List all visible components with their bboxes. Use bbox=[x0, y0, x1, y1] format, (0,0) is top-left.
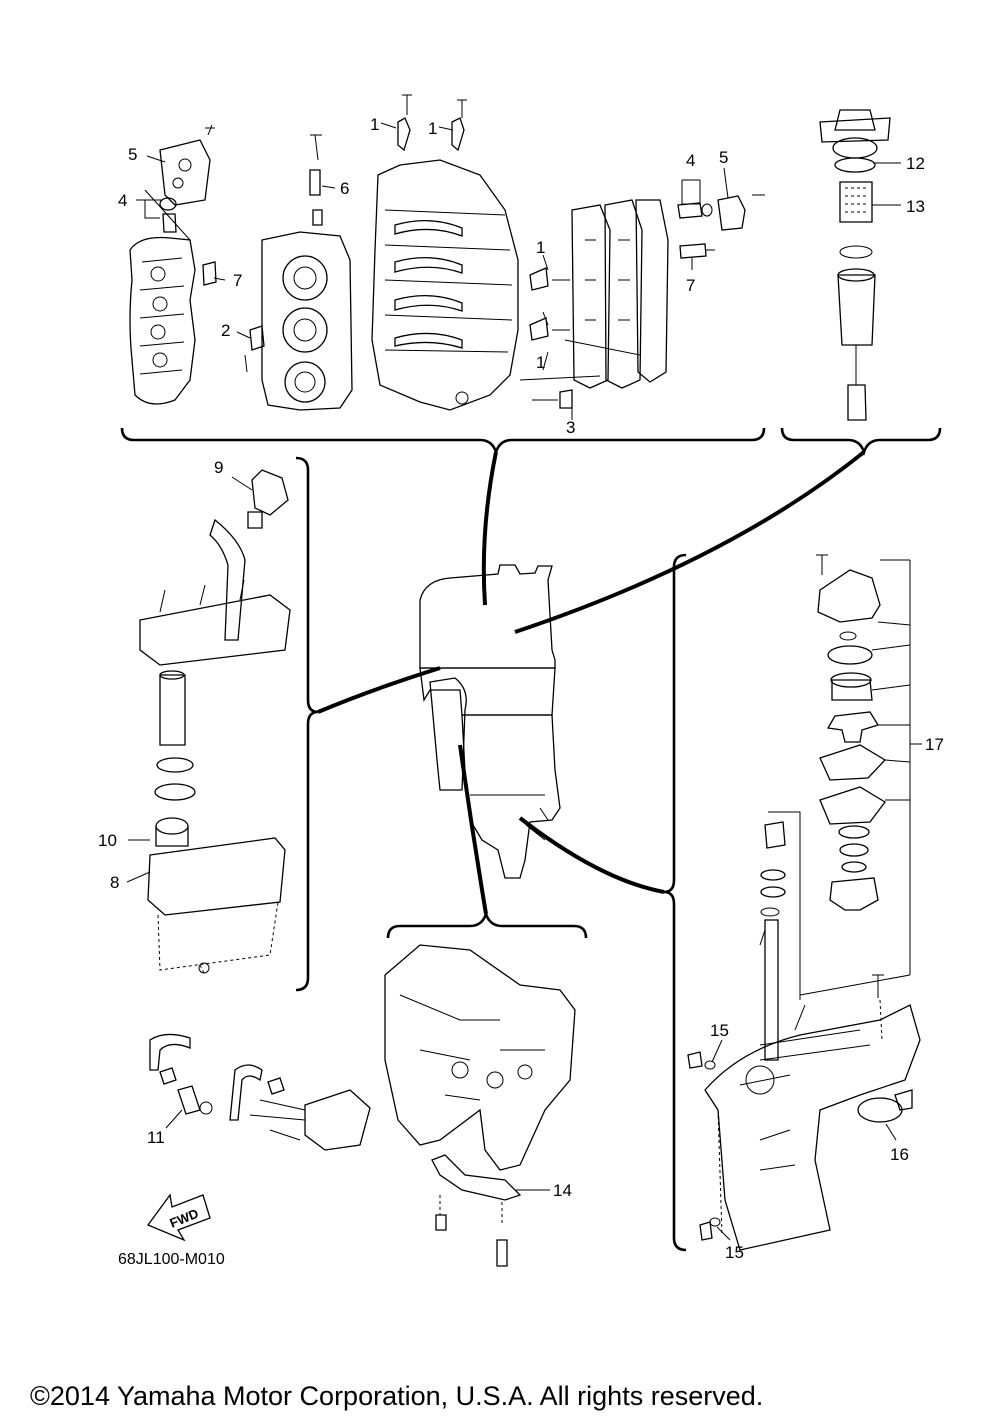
callout-leaders bbox=[126, 122, 922, 1241]
top-left-brace bbox=[120, 427, 766, 457]
fuel-pump-hoses bbox=[149, 1033, 371, 1151]
fwd-arrow: FWD bbox=[146, 1193, 211, 1242]
crankcase-block bbox=[371, 94, 519, 411]
top-right-brace bbox=[780, 427, 942, 457]
side-covers bbox=[519, 194, 765, 409]
copyright-notice: ©2014 Yamaha Motor Corporation, U.S.A. A… bbox=[30, 1381, 763, 1411]
callout-2: 2 bbox=[221, 321, 230, 340]
callout-1: 1 bbox=[536, 353, 545, 372]
exhaust-cover-assembly bbox=[129, 124, 217, 405]
callout-6: 6 bbox=[340, 179, 349, 198]
callout-8: 8 bbox=[110, 873, 119, 892]
connector-bottom bbox=[458, 744, 488, 915]
callout-1: 1 bbox=[370, 115, 379, 134]
callout-7: 7 bbox=[233, 271, 242, 290]
callout-10: 10 bbox=[98, 831, 117, 850]
callout-9: 9 bbox=[214, 458, 223, 477]
group-braces bbox=[120, 427, 942, 1252]
callout-4: 4 bbox=[686, 151, 695, 170]
callout-1: 1 bbox=[428, 119, 437, 138]
callout-1: 1 bbox=[536, 238, 545, 257]
callout-12: 12 bbox=[906, 154, 925, 173]
right-brace bbox=[663, 553, 687, 1252]
left-brace bbox=[295, 456, 319, 992]
fwd-arrow-label: FWD bbox=[168, 1206, 201, 1231]
callout-17: 17 bbox=[925, 735, 944, 754]
drawing-code: 68JL100-M010 bbox=[118, 1251, 225, 1268]
callout-11: 11 bbox=[147, 1128, 165, 1147]
callout-13: 13 bbox=[906, 197, 925, 216]
callout-15: 15 bbox=[725, 1243, 744, 1262]
callout-16: 16 bbox=[890, 1145, 909, 1164]
connector-right bbox=[518, 816, 665, 894]
callout-labels: 5 4 7 2 6 1 1 1 1 3 4 5 7 12 13 9 10 8 1… bbox=[98, 115, 944, 1262]
callout-5: 5 bbox=[128, 145, 137, 164]
water-pump-assembly bbox=[759, 554, 911, 1061]
callout-7: 7 bbox=[686, 276, 695, 295]
callout-15: 15 bbox=[710, 1021, 729, 1040]
callout-5: 5 bbox=[719, 148, 728, 167]
callout-14: 14 bbox=[553, 1181, 572, 1200]
fuel-filter-assembly bbox=[819, 109, 891, 421]
connector-left bbox=[317, 666, 441, 714]
outboard-silhouette bbox=[419, 564, 561, 879]
lower-casing bbox=[687, 974, 921, 1251]
clamp-bracket-assembly bbox=[384, 944, 576, 1267]
bottom-brace bbox=[386, 909, 588, 939]
cylinder-head bbox=[244, 134, 353, 411]
callout-3: 3 bbox=[566, 418, 575, 437]
callout-4: 4 bbox=[118, 191, 127, 210]
vapor-separator-assembly bbox=[139, 469, 291, 976]
connector-top-right bbox=[514, 450, 866, 634]
connector-top-left bbox=[481, 451, 498, 606]
